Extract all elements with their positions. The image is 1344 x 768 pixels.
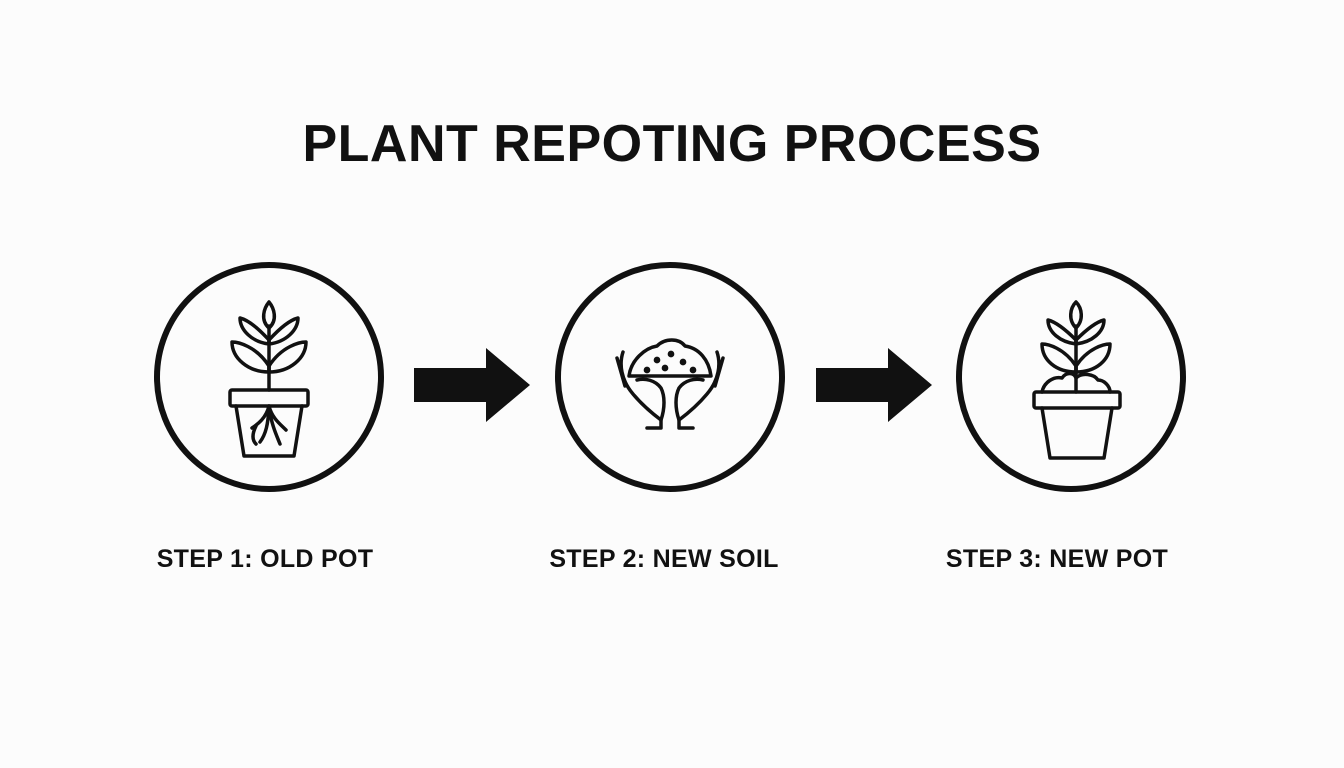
step-2-circle (555, 262, 785, 492)
plant-in-pot-with-roots-icon (228, 300, 310, 458)
diagram-title: PLANT REPOTING PROCESS (302, 115, 1042, 173)
arrow-right-icon (816, 348, 932, 422)
step-2-label: STEP 2: NEW SOIL (549, 545, 779, 573)
step-1-circle (154, 262, 384, 492)
plant-in-new-pot-icon (1032, 300, 1122, 460)
step-1-label: STEP 1: OLD POT (156, 545, 374, 573)
hands-holding-soil-icon (615, 338, 725, 430)
arrow-right-icon (414, 348, 530, 422)
step-3-circle (956, 262, 1186, 492)
step-3-label: STEP 3: NEW POT (945, 545, 1169, 573)
